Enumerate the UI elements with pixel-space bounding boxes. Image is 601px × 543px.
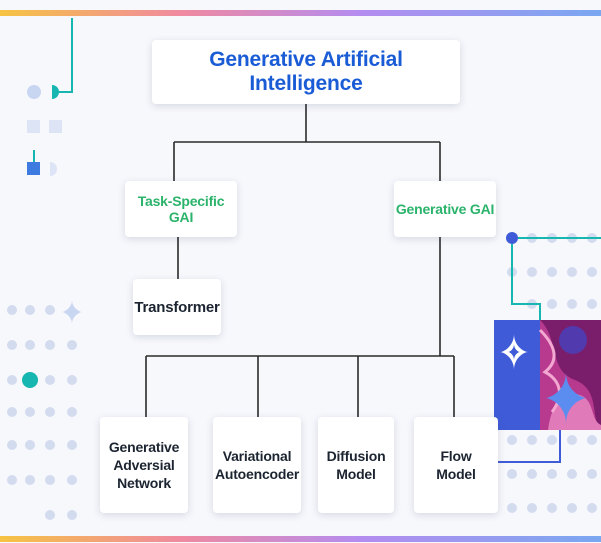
diffusion-label-line-1: Diffusion	[326, 448, 386, 464]
vae-node: Variational Autoencoder	[213, 417, 301, 513]
transformer-node: Transformer	[133, 279, 221, 335]
gan-label-line-1: Generative	[108, 439, 180, 455]
star-shape	[546, 372, 586, 424]
flow-label-line-2: Model	[436, 466, 476, 482]
generative-label: Generative GAI	[395, 201, 495, 217]
feature-image	[494, 320, 601, 430]
bottom-gradient-bar	[0, 536, 601, 542]
flow-node: Flow Model	[414, 417, 498, 513]
task-specific-label: Task-Specific GAI	[137, 193, 225, 225]
diffusion-node: Diffusion Model	[318, 417, 394, 513]
small-sparkle-icon	[62, 300, 82, 324]
tree-connectors	[145, 104, 455, 417]
task-specific-node: Task-Specific GAI	[125, 181, 237, 237]
right-dot-grid	[507, 233, 597, 513]
root-node-label: Generative Artificial Intelligence	[209, 48, 403, 95]
left-dot-grid	[7, 305, 77, 520]
transformer-label: Transformer	[134, 298, 220, 316]
gan-node: Generative Adversial Network	[100, 417, 188, 513]
vae-label-line-1: Variational	[222, 448, 292, 464]
teal-connector-top	[52, 18, 73, 93]
root-node: Generative Artificial Intelligence	[152, 40, 460, 104]
diffusion-label-line-2: Model	[336, 466, 376, 482]
top-gradient-bar	[0, 10, 601, 16]
vae-label-line-2: Autoencoder	[214, 466, 300, 482]
gan-label-line-3: Network	[117, 475, 171, 491]
gan-label-line-2: Adversial	[113, 457, 175, 473]
teal-dot	[22, 372, 38, 388]
generative-node: Generative GAI	[394, 181, 496, 237]
flow-label-line-1: Flow	[440, 448, 472, 464]
